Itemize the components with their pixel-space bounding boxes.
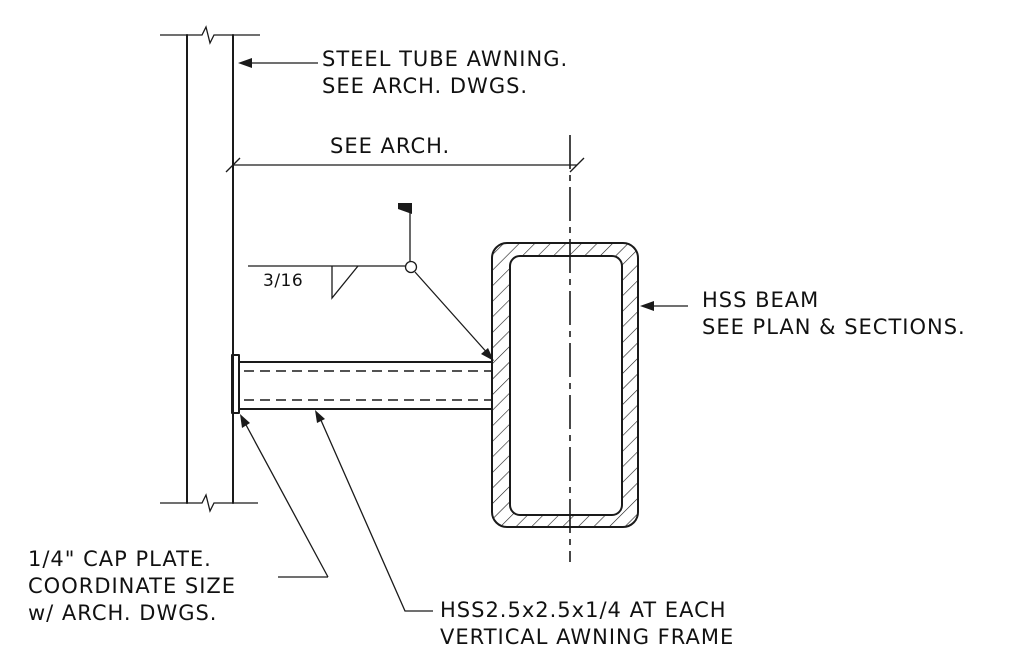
cap-plate-callout-line-3: w/ ARCH. DWGS.: [28, 601, 218, 625]
hss-arm-callout-line-1: HSS2.5x2.5x1/4 AT EACH: [440, 598, 727, 622]
beam-callout-line-2: SEE PLAN & SECTIONS.: [702, 315, 966, 339]
weld-size-label: 3/16: [263, 271, 304, 291]
hss-arm-callout-line-2: VERTICAL AWNING FRAME: [440, 625, 735, 649]
fillet-weld-icon: [331, 265, 359, 300]
hss-arm-leader: [315, 410, 433, 612]
dimension-label: SEE ARCH.: [330, 134, 451, 158]
beam-callout: HSS BEAM SEE PLAN & SECTIONS.: [702, 287, 966, 341]
hss-beam: [491, 242, 639, 528]
awning-callout-line-2: SEE ARCH. DWGS.: [322, 74, 529, 98]
awning-column: [160, 25, 260, 513]
field-weld-flag-icon: [398, 203, 412, 214]
hss-awning-arm: [238, 361, 493, 410]
cap-plate: [231, 354, 240, 414]
cap-plate-callout: 1/4" CAP PLATE. COORDINATE SIZE w/ ARCH.…: [28, 546, 236, 627]
hss-arm-callout: HSS2.5x2.5x1/4 AT EACH VERTICAL AWNING F…: [440, 597, 734, 651]
cap-plate-callout-line-2: COORDINATE SIZE: [28, 574, 237, 598]
break-line-top: [160, 25, 260, 45]
dimension-line: [225, 150, 585, 178]
weld-symbol: [248, 203, 494, 361]
awning-leader: [238, 58, 318, 68]
awning-callout-line-1: STEEL TUBE AWNING.: [322, 47, 569, 71]
cap-plate-callout-line-1: 1/4" CAP PLATE.: [28, 547, 212, 571]
weld-all-around-icon: [404, 260, 418, 274]
beam-callout-line-1: HSS BEAM: [702, 288, 820, 312]
cap-plate-leader: [240, 414, 329, 578]
awning-callout: STEEL TUBE AWNING. SEE ARCH. DWGS.: [322, 46, 568, 100]
beam-leader: [640, 301, 688, 311]
break-line-bottom: [160, 493, 258, 513]
